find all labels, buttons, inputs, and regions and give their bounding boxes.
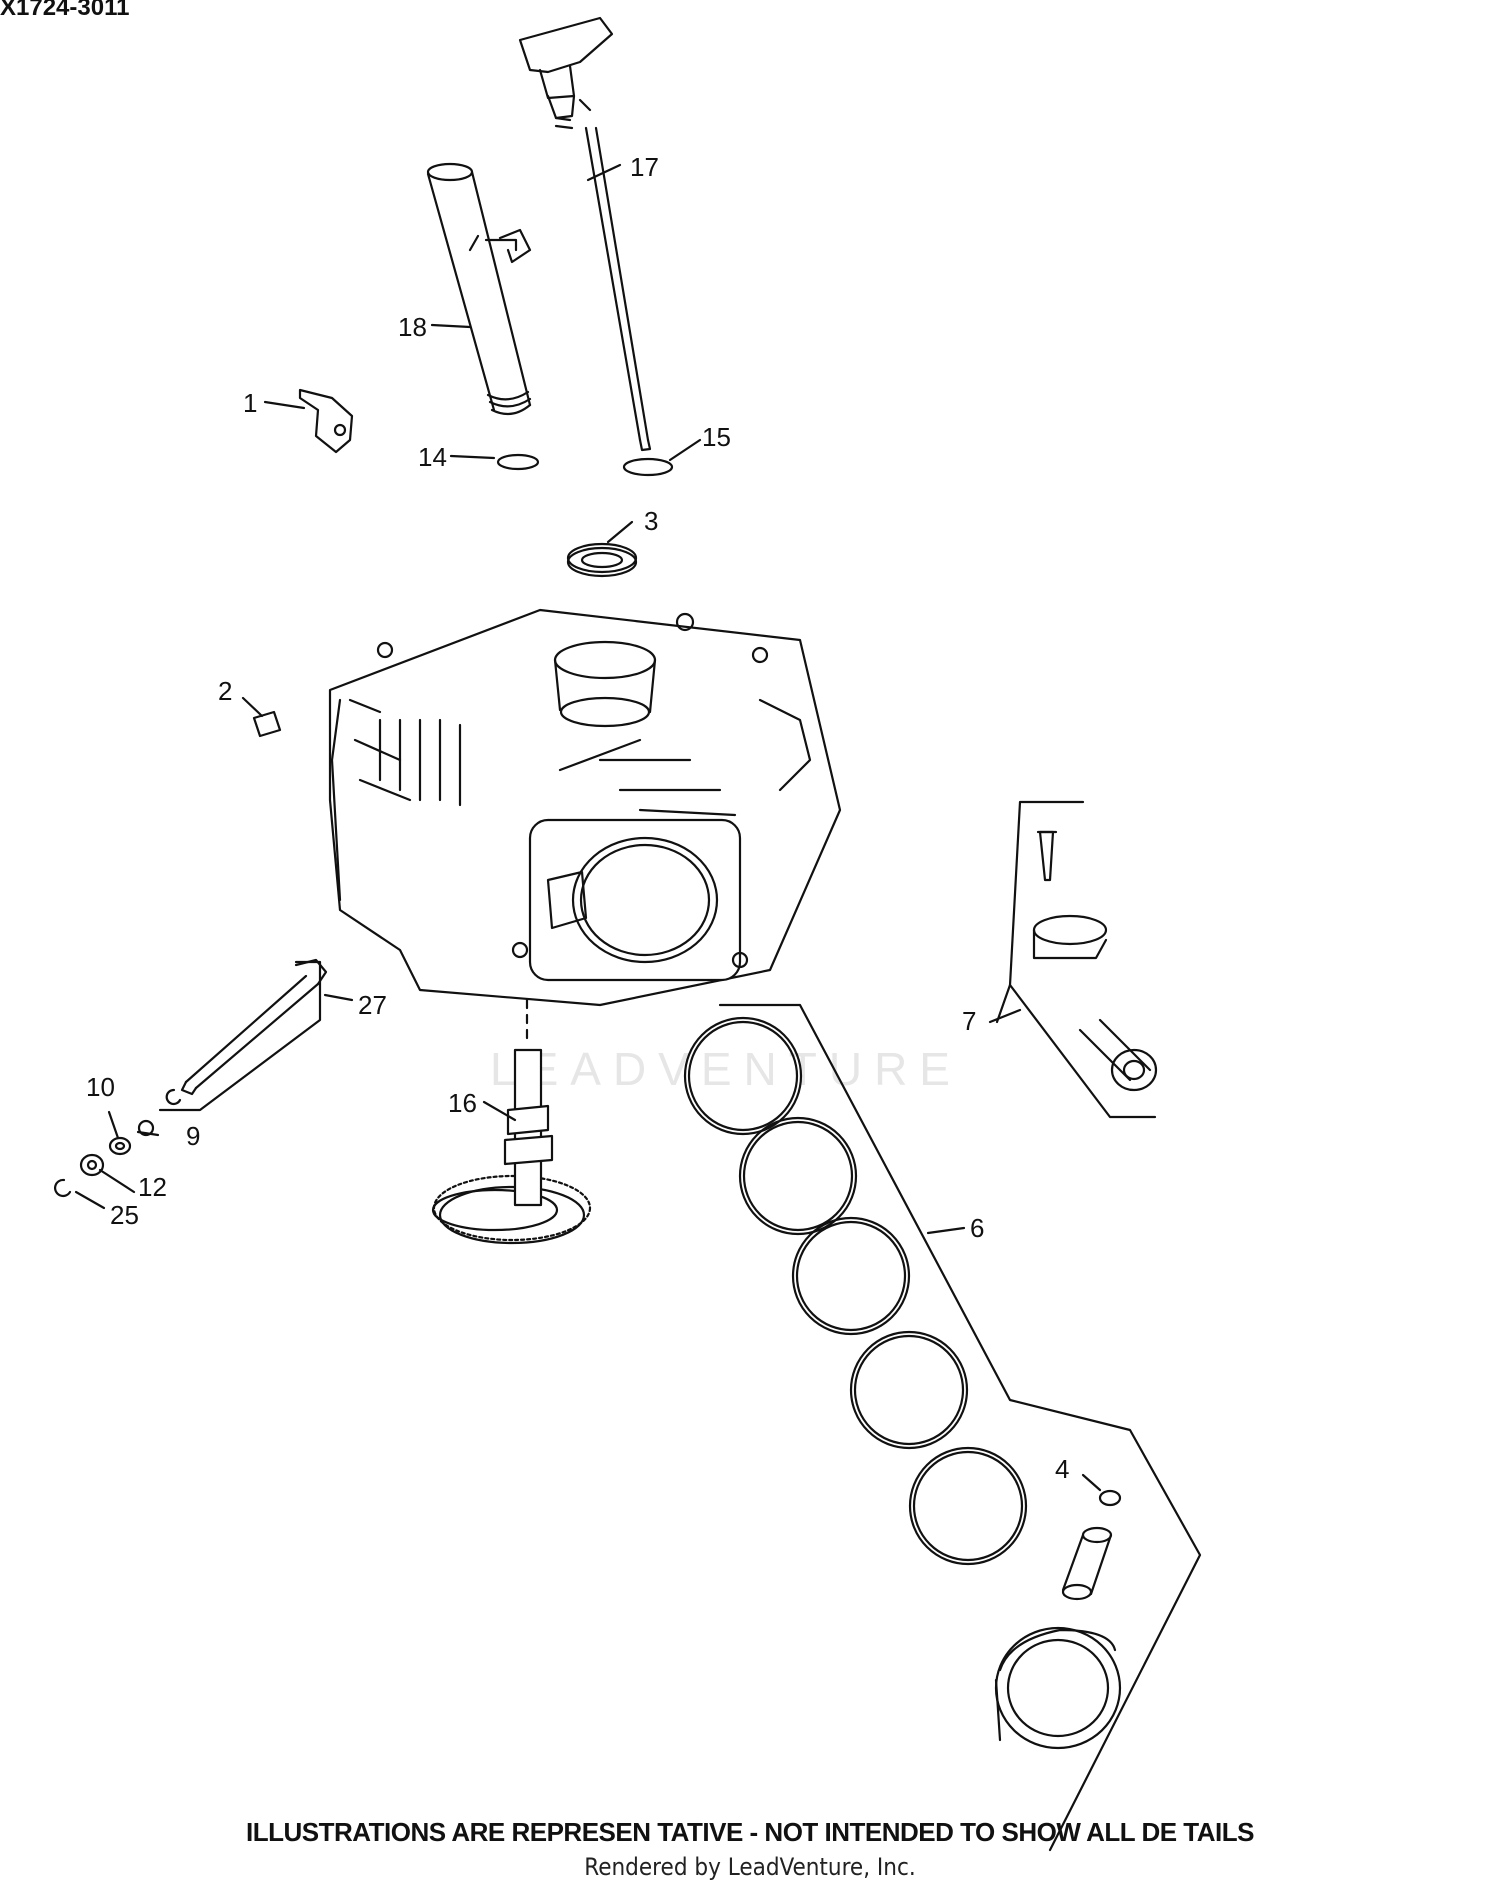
part-15-o-ring[interactable] bbox=[622, 457, 674, 477]
callout-6: 6 bbox=[970, 1213, 984, 1243]
part-piston-pin[interactable] bbox=[1061, 1526, 1113, 1601]
part-16-camshaft[interactable] bbox=[431, 1048, 592, 1245]
callout-17: 17 bbox=[630, 152, 659, 182]
watermark-text: LEADVENTURE bbox=[490, 1043, 962, 1095]
callout-25: 25 bbox=[110, 1200, 139, 1230]
part-18-oil-fill-tube[interactable] bbox=[426, 162, 532, 416]
rendered-by-credit: Rendered by LeadVenture, Inc. bbox=[584, 1853, 916, 1881]
callout-16: 16 bbox=[448, 1088, 477, 1118]
bracket-27 bbox=[158, 960, 322, 1112]
bracket-7 bbox=[1008, 800, 1157, 1119]
part-4-piston-pin-clip[interactable] bbox=[1098, 1489, 1122, 1507]
callout-10: 10 bbox=[86, 1072, 115, 1102]
bracket-6 bbox=[718, 1003, 1202, 1852]
part-piston[interactable] bbox=[994, 1626, 1122, 1750]
callout-14: 14 bbox=[418, 442, 447, 472]
part-17-dipstick[interactable] bbox=[518, 16, 652, 452]
callout-18: 18 bbox=[398, 312, 427, 342]
callout-4: 4 bbox=[1055, 1454, 1069, 1484]
part-12-washer[interactable] bbox=[79, 1153, 105, 1177]
callout-2: 2 bbox=[218, 676, 232, 706]
callout-27: 27 bbox=[358, 990, 387, 1020]
callout-9: 9 bbox=[186, 1121, 200, 1151]
callout-1: 1 bbox=[243, 388, 257, 418]
part-3-oil-seal[interactable] bbox=[566, 542, 638, 578]
callout-12: 12 bbox=[138, 1172, 167, 1202]
crankcase-assembly bbox=[328, 608, 842, 1007]
callout-3: 3 bbox=[644, 506, 658, 536]
part-6-piston-rings[interactable] bbox=[683, 1016, 1028, 1566]
part-14-o-ring[interactable] bbox=[496, 453, 540, 471]
part-e-clip-small[interactable] bbox=[165, 1088, 182, 1106]
callout-7: 7 bbox=[962, 1006, 976, 1036]
part-1-bracket[interactable] bbox=[298, 388, 354, 454]
callout-15: 15 bbox=[702, 422, 731, 452]
part-2-plug[interactable] bbox=[252, 710, 282, 738]
part-10-washer[interactable] bbox=[108, 1136, 132, 1156]
part-27-governor-shaft[interactable] bbox=[180, 958, 328, 1096]
disclaimer-text: ILLUSTRATIONS ARE REPRESEN TATIVE - NOT … bbox=[246, 1817, 1254, 1847]
part-25-e-clip[interactable] bbox=[54, 1178, 72, 1198]
diagram-reference-code: X1724-3011 bbox=[0, 0, 130, 21]
part-7-connecting-rod[interactable] bbox=[1032, 830, 1158, 1092]
